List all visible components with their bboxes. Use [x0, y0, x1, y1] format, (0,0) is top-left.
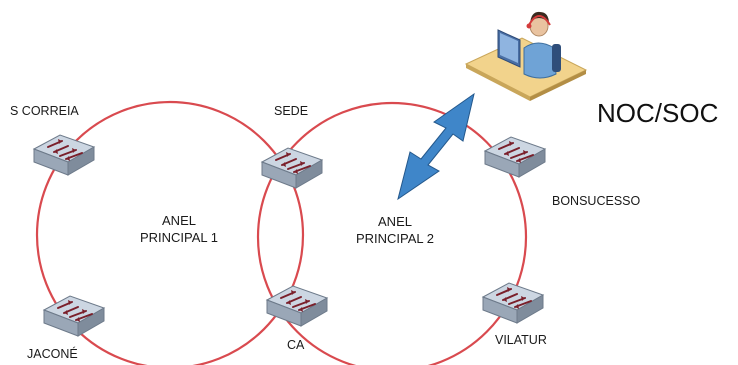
- double-arrow-icon: [397, 92, 475, 201]
- ring-1-title: ANEL: [162, 213, 196, 228]
- ring-label-1: ANEL PRINCIPAL 1: [134, 212, 224, 246]
- switch-bonsucesso-icon: [484, 136, 546, 178]
- ring-1-subtitle: PRINCIPAL 1: [139, 230, 219, 245]
- switch-jacone-icon: [43, 295, 105, 337]
- ring-label-2: ANEL PRINCIPAL 2: [350, 213, 440, 247]
- node-label-sede: SEDE: [274, 104, 309, 118]
- ring-2-title: ANEL: [378, 214, 412, 229]
- ring-principal-2: [256, 101, 528, 365]
- node-label-bonsucesso: BONSUCESSO: [552, 194, 641, 208]
- noc-soc-label: NOC/SOC: [597, 98, 719, 128]
- switch-s-correia-icon: [33, 134, 95, 176]
- node-label-jacone: JACONÉ: [27, 347, 78, 361]
- operator-workstation-icon: [464, 11, 588, 101]
- switch-ca-icon: [266, 285, 328, 327]
- ring-2-subtitle: PRINCIPAL 2: [355, 231, 435, 246]
- ring-principal-1: [35, 100, 305, 365]
- node-label-vilatur: VILATUR: [495, 333, 547, 347]
- node-label-ca: CA: [287, 338, 305, 352]
- switch-vilatur-icon: [482, 282, 544, 324]
- node-label-s-correia: S CORREIA: [10, 104, 79, 118]
